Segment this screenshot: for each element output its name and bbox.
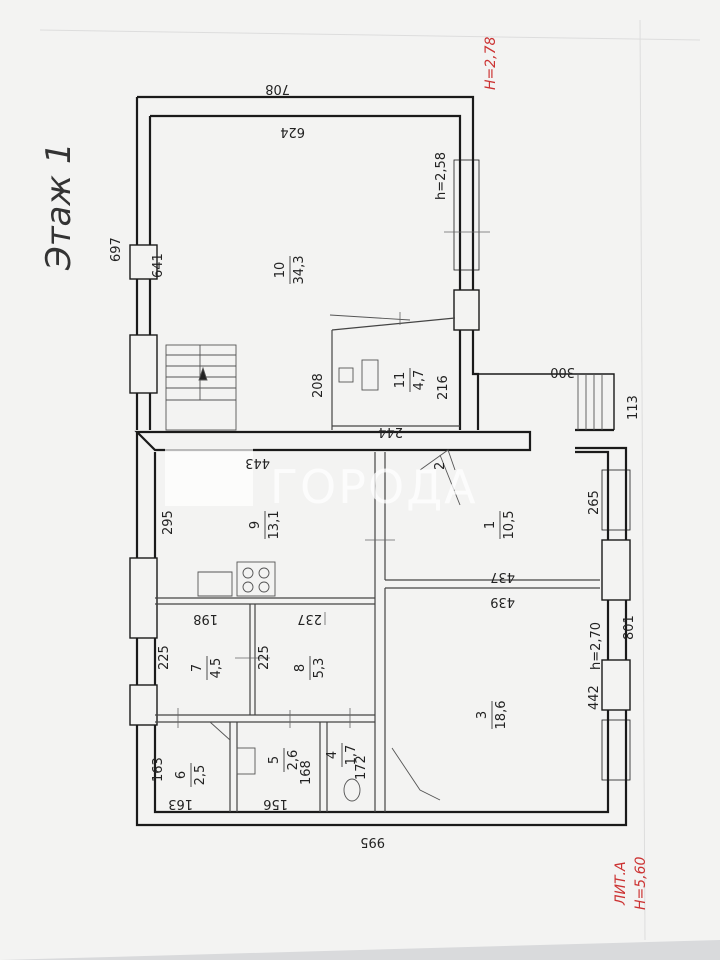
room-label-6: 6 2,5 [174, 763, 208, 787]
fixtures [197, 359, 379, 802]
dim-641: 641 [151, 253, 166, 278]
room-area: 5,3 [312, 658, 327, 679]
room-area: 34,3 [292, 256, 307, 285]
height-main-label: H=5,60 [633, 856, 649, 910]
room-label-10: 10 34,3 [273, 256, 307, 285]
room-area: 4,7 [412, 370, 427, 391]
room-label-5: 5 2,6 [267, 748, 301, 772]
doors [209, 314, 461, 801]
window [453, 289, 480, 331]
window [129, 557, 158, 639]
dim-172: 172 [354, 755, 369, 780]
room-height-label: h=2,70 [589, 622, 604, 670]
height-total-label: H=2,78 [483, 36, 499, 90]
room-area: 2,6 [286, 750, 301, 771]
room-number: 9 [248, 521, 263, 529]
dim-443: 443 [245, 455, 270, 470]
sink-icon [197, 571, 233, 597]
dim-198: 198 [193, 611, 218, 626]
window [601, 539, 631, 601]
room-area: 18,6 [494, 701, 509, 730]
window [601, 469, 631, 531]
guide-line [639, 19, 646, 941]
dim-300: 300 [550, 364, 575, 379]
room-label-1: 1 10,5 [483, 511, 517, 540]
room-number: 8 [293, 664, 308, 672]
dim-442: 442 [587, 685, 602, 710]
window [601, 719, 631, 781]
dim-208: 208 [311, 373, 326, 398]
room-area: 4,5 [209, 658, 224, 679]
room-area: 1,7 [344, 745, 359, 766]
dim-244: 244 [378, 424, 403, 439]
room-label-8: 8 5,3 [293, 656, 327, 680]
room-label-3: 3 18,6 [475, 701, 509, 730]
dim-225-mid: 225 [257, 645, 272, 670]
window [129, 334, 158, 394]
dim-156: 156 [263, 796, 288, 811]
dim-237: 237 [297, 611, 322, 626]
dim-113: 113 [626, 395, 641, 420]
room-height-label: h=2,58 [434, 152, 449, 200]
window [129, 244, 158, 280]
room-area: 10,5 [502, 511, 517, 540]
room-labels: 10 34,3 11 4,7 9 13,1 1 10,5 7 4,5 [174, 256, 517, 787]
boiler-icon [338, 367, 354, 383]
room-number: 3 [475, 711, 490, 719]
litera-label: ЛИТ.А [613, 861, 629, 906]
dim-708: 708 [265, 81, 290, 96]
room-number: 7 [190, 664, 205, 672]
room-area: 2,5 [193, 765, 208, 786]
dim-163-horizontal: 163 [168, 796, 193, 811]
room-number: 11 [393, 372, 408, 389]
room-label-9: 9 13,1 [248, 511, 282, 540]
floor-title: Этаж 1 [39, 143, 79, 271]
stove-icon [236, 561, 276, 597]
dim-995: 995 [360, 834, 385, 849]
room-number: 1 [483, 521, 498, 529]
room-number: 4 [325, 751, 340, 759]
internal-walls [155, 317, 600, 812]
room-label-4: 4 1,7 [325, 743, 359, 767]
window [601, 659, 631, 711]
dim-163-vertical: 163 [151, 757, 166, 782]
sink-icon [361, 359, 379, 391]
room-number: 6 [174, 771, 189, 779]
guide-line [39, 29, 701, 41]
toilet-icon [343, 778, 361, 802]
windows [129, 159, 631, 781]
watermark-text: ГОРОДА [270, 460, 478, 514]
window [453, 159, 480, 271]
room-number: 10 [273, 262, 288, 279]
dim-437: 437 [490, 569, 515, 584]
dim-225-left: 225 [157, 645, 172, 670]
dim-168: 168 [299, 760, 314, 785]
room-number: 5 [267, 756, 282, 764]
room-label-7: 7 4,5 [190, 656, 224, 680]
room-area: 13,1 [267, 511, 282, 540]
dim-295: 295 [161, 510, 176, 535]
stairs [165, 344, 237, 431]
stair-mark: 2 [433, 462, 448, 470]
window [129, 684, 158, 726]
bath-icon [236, 747, 256, 775]
watermark-logo-icon [165, 448, 253, 506]
dim-697: 697 [109, 237, 124, 262]
dim-624: 624 [280, 124, 305, 139]
watermark: ГОРОДА [165, 448, 478, 514]
porch-steps [577, 374, 603, 430]
dim-439: 439 [490, 594, 515, 609]
room-label-11: 11 4,7 [393, 368, 427, 392]
dim-216: 216 [436, 375, 451, 400]
dimensions: 708 624 697 641 208 216 244 300 113 443 … [109, 81, 641, 849]
dim-265: 265 [587, 490, 602, 515]
dim-801: 801 [622, 615, 637, 640]
wall-ticks [177, 231, 490, 728]
